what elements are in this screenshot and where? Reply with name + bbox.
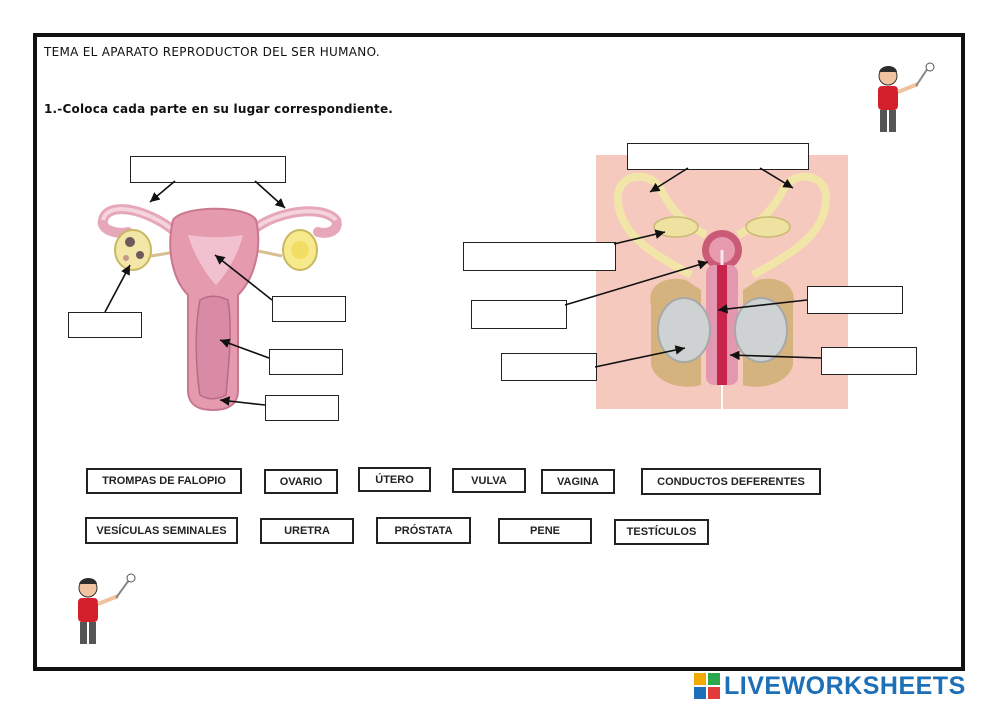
brand-text: LIVEWORKSHEETS <box>724 671 966 700</box>
word-vagina[interactable]: VAGINA <box>541 469 615 494</box>
word-trompas-de-falopio[interactable]: TROMPAS DE FALOPIO <box>86 468 242 494</box>
worksheet-title: TEMA EL APARATO REPRODUCTOR DEL SER HUMA… <box>44 45 380 59</box>
word-vulva[interactable]: VULVA <box>452 468 526 493</box>
teacher-figure-icon <box>878 62 935 132</box>
male-dropbox-testicles[interactable] <box>501 353 597 381</box>
male-dropbox-penis[interactable] <box>821 347 917 375</box>
female-dropbox-uterus[interactable] <box>272 296 346 322</box>
female-dropbox-vulva[interactable] <box>265 395 339 421</box>
word-testiculos[interactable]: TESTÍCULOS <box>614 519 709 545</box>
female-dropbox-top[interactable] <box>130 156 286 183</box>
male-dropbox-vesicles[interactable] <box>463 242 616 271</box>
word-conductos-deferentes[interactable]: CONDUCTOS DEFERENTES <box>641 468 821 495</box>
word-prostata[interactable]: PRÓSTATA <box>376 517 471 544</box>
male-dropbox-top[interactable] <box>627 143 809 170</box>
female-dropbox-left[interactable] <box>68 312 142 338</box>
word-pene[interactable]: PENE <box>498 518 592 544</box>
male-dropbox-prostate[interactable] <box>471 300 567 329</box>
word-uretra[interactable]: URETRA <box>260 518 354 544</box>
teacher-figure-icon <box>78 573 136 644</box>
liveworksheets-brand: LIVEWORKSHEETS <box>694 671 966 701</box>
male-dropbox-urethra[interactable] <box>807 286 903 314</box>
liveworksheets-logo-icon <box>694 673 720 699</box>
word-vesiculas-seminales[interactable]: VESÍCULAS SEMINALES <box>85 517 238 544</box>
word-utero[interactable]: ÚTERO <box>358 467 431 492</box>
word-ovario[interactable]: OVARIO <box>264 469 338 494</box>
worksheet-instruction: 1.-Coloca cada parte en su lugar corresp… <box>44 102 394 116</box>
female-reproductive-diagram <box>97 204 342 412</box>
female-dropbox-vagina[interactable] <box>269 349 343 375</box>
